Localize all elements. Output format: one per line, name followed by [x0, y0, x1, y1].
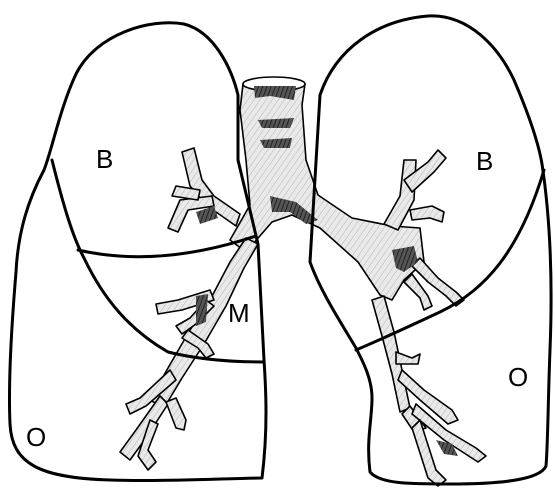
right-lower-lobe-label: O: [26, 424, 46, 450]
right-upper-lobe-label: B: [96, 146, 113, 172]
left-lower-small-branch: [396, 352, 420, 364]
right-middle-lobe-label: M: [228, 300, 250, 326]
right-lower-branch-3: [166, 398, 186, 430]
left-upper-lobe-label: B: [476, 148, 493, 174]
bronchial-tree: [120, 77, 486, 486]
left-upper-sub-branch-2: [410, 206, 444, 222]
left-lower-trunk: [372, 296, 410, 412]
right-lung-outline: [9, 23, 266, 481]
left-lower-lobe-label: O: [508, 364, 528, 390]
right-horizontal-fissure: [78, 236, 256, 257]
